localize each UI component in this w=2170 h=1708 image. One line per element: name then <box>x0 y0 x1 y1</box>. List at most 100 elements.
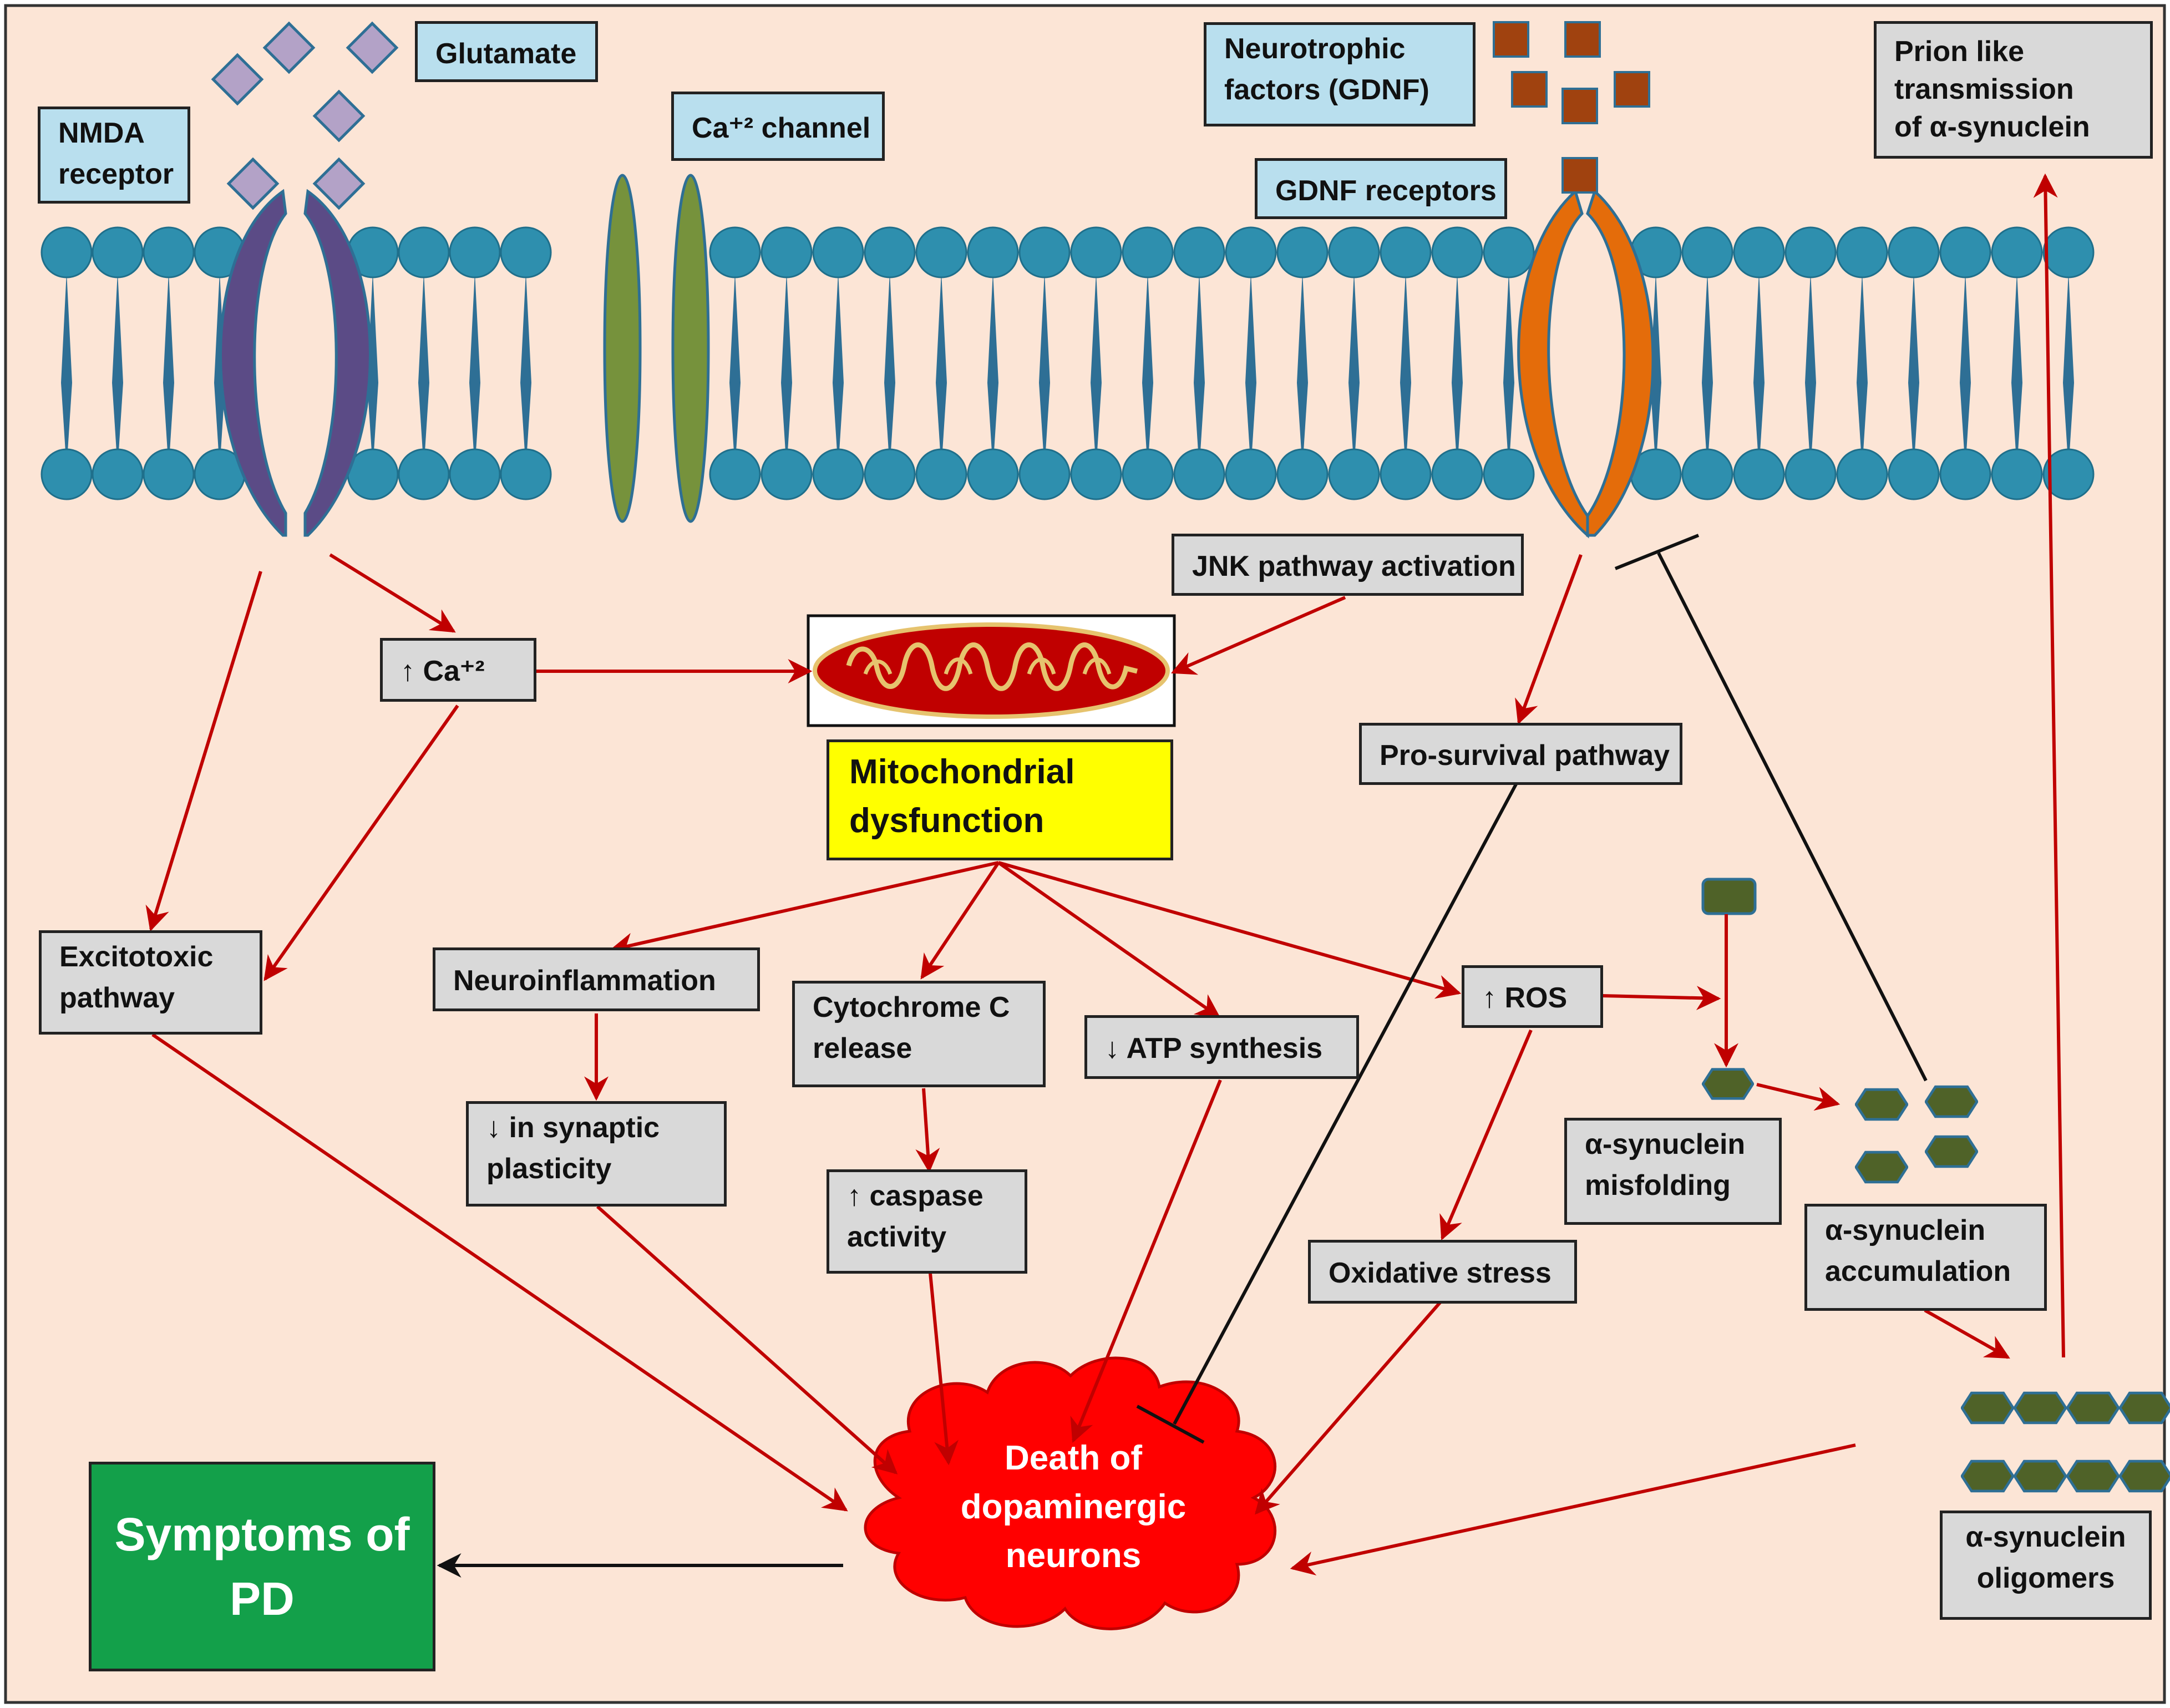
lipid-head <box>1733 448 1785 500</box>
label-neuroinflammation: Neuroinflammation <box>433 947 760 1011</box>
lipid-tail <box>520 272 531 469</box>
lipid-tail <box>1650 272 1661 469</box>
lipid-head <box>967 448 1019 500</box>
lipid-head <box>1328 448 1380 500</box>
lipid-head <box>449 226 501 278</box>
arrow-ros-to-synuclein <box>1601 986 1721 1011</box>
lipid-tail <box>833 272 844 469</box>
lipid-head <box>1784 448 1837 500</box>
lipid-bilayer <box>40 226 2095 500</box>
lipid-head <box>398 226 450 278</box>
label-caspase: ↑ caspase activity <box>827 1169 1027 1274</box>
lipid-tail <box>1960 272 1971 469</box>
lipid-head <box>40 226 93 278</box>
lipid-head <box>2042 448 2095 500</box>
lipid-head <box>40 448 93 500</box>
synuclein-oligomer <box>2067 1461 2118 1491</box>
lipid-head <box>1681 226 1733 278</box>
lipid-head <box>500 448 552 500</box>
lipid-head <box>760 226 813 278</box>
arrow-cytochrome-to-caspase <box>915 1088 940 1173</box>
lipid-tail <box>1245 272 1256 469</box>
lipid-head <box>812 226 864 278</box>
label-neurotrophic-factors: Neurotrophic factors (GDNF) <box>1204 22 1476 126</box>
lipid-head <box>1225 448 1277 500</box>
synuclein-oligomer <box>2120 1461 2170 1491</box>
lipid-head <box>1380 226 1432 278</box>
gdnf-molecule <box>1561 88 1598 124</box>
lipid-head <box>1939 448 1991 500</box>
arrow-oligomers-to-prion <box>2033 173 2065 1358</box>
lipid-head <box>1122 226 1174 278</box>
glutamate-molecule <box>346 21 399 74</box>
synuclein-oligomer <box>2120 1393 2170 1423</box>
lipid-head <box>1070 448 1122 500</box>
label-nmda-receptor: NMDA receptor <box>38 107 190 204</box>
synuclein-aggregate <box>1926 1087 1977 1117</box>
gdnf-molecule <box>1493 21 1529 58</box>
synuclein-aggregate <box>1856 1089 1907 1119</box>
lipid-head <box>967 226 1019 278</box>
arrow-plasticity-to-death <box>596 1205 898 1474</box>
glutamate-molecule <box>226 157 280 210</box>
lipid-tail <box>1400 272 1411 469</box>
arrow-caspase-to-death <box>929 1273 959 1466</box>
lipid-head <box>864 448 916 500</box>
lipid-tail <box>418 272 429 469</box>
lipid-head <box>500 226 552 278</box>
arrow-ca-to-excitotoxic <box>263 705 459 981</box>
lipid-head <box>143 226 195 278</box>
lipid-tail <box>1908 272 1919 469</box>
lipid-tail <box>2063 272 2074 469</box>
lipid-head <box>709 226 761 278</box>
lipid-tail <box>884 272 895 469</box>
lipid-tail <box>781 272 792 469</box>
label-atp-synthesis: ↓ ATP synthesis <box>1084 1015 1359 1079</box>
lipid-tail <box>1702 272 1713 469</box>
lipid-head <box>1070 226 1122 278</box>
inhibit-synuclein-to-gdnf <box>1657 552 1928 1082</box>
label-synuclein-oligomers: α-synuclein oligomers <box>1940 1511 2152 1620</box>
inhibit-bar-gdnf <box>1614 534 1700 570</box>
lipid-tail <box>1091 272 1102 469</box>
activation-arrows <box>145 173 2065 1576</box>
arrow-mito-to-cytochrome <box>920 861 1000 980</box>
lipid-head <box>1431 226 1483 278</box>
inhibit-prosurvival-to-death <box>1173 781 1519 1425</box>
lipid-head <box>1784 226 1837 278</box>
label-prion-transmission: Prion like transmission of α-synuclein <box>1874 21 2153 159</box>
lipid-tail <box>1503 272 1514 469</box>
lipid-head <box>1328 226 1380 278</box>
lipid-head <box>1939 226 1991 278</box>
lipid-head <box>760 448 813 500</box>
label-gdnf-receptors: GDNF receptors <box>1255 158 1507 219</box>
label-mitochondrial-dysfunction: Mitochondrial dysfunction <box>827 739 1173 860</box>
lipid-head <box>1431 448 1483 500</box>
lipid-tail <box>1142 272 1153 469</box>
lipid-head <box>812 448 864 500</box>
label-ca-increase: ↑ Ca⁺² <box>380 638 536 702</box>
gdnf-receptor-shape <box>1517 189 1655 539</box>
lipid-head <box>1018 448 1071 500</box>
synuclein-aggregate <box>1926 1137 1977 1167</box>
arrow-accumulation-to-oligomers <box>1924 1309 2010 1359</box>
gdnf-molecule <box>1561 157 1598 194</box>
synuclein-oligomer <box>1962 1393 2013 1423</box>
lipid-head <box>1122 448 1174 500</box>
label-excitotoxic: Excitotoxic pathway <box>39 930 262 1035</box>
synuclein-shapes <box>1701 878 2170 1491</box>
lipid-tail <box>469 272 480 469</box>
synuclein-oligomer <box>2015 1461 2066 1491</box>
lipid-tail <box>1452 272 1463 469</box>
lipid-head <box>92 448 144 500</box>
glutamate-molecule <box>312 89 366 143</box>
lipid-tail <box>729 272 741 469</box>
arrow-jnk-to-mito <box>1170 596 1346 675</box>
label-ca-channel: Ca⁺² channel <box>671 92 885 161</box>
gdnf-molecule <box>1564 21 1601 58</box>
gdnf-molecules <box>1493 21 1650 194</box>
lipid-head <box>1276 448 1329 500</box>
glutamate-molecule <box>262 21 316 74</box>
lipid-head <box>915 226 967 278</box>
arrow-misfolded-to-aggregate <box>1756 1083 1841 1111</box>
